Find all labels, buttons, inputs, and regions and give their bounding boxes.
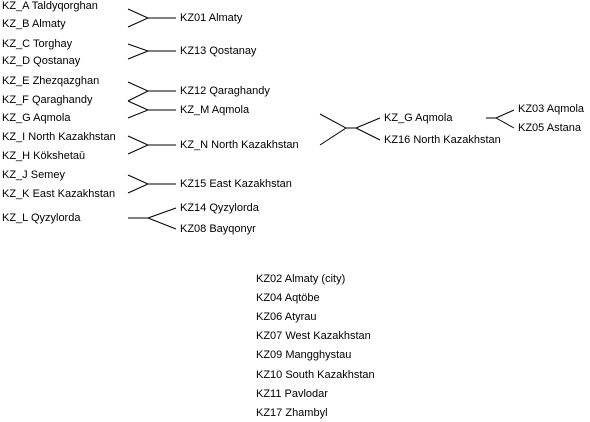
merge-split-connector xyxy=(319,113,381,146)
unit-label: KZ05 Astana xyxy=(518,122,581,134)
unit-label: KZ_H Kökshetaū xyxy=(2,150,86,162)
unit-label: KZ08 Bayqonyr xyxy=(180,223,256,235)
unit-label: KZ_K East Kazakhstan xyxy=(2,188,116,200)
unit-label: KZ_C Torghay xyxy=(2,38,73,50)
unit-label: KZ_N North Kazakhstan xyxy=(180,139,299,151)
unchanged-unit-label: KZ07 West Kazakhstan xyxy=(256,330,371,342)
unchanged-unit-label: KZ11 Pavlodar xyxy=(256,388,328,400)
merge-connector xyxy=(127,174,176,194)
split-connector xyxy=(486,109,515,129)
unit-label: KZ16 North Kazakhstan xyxy=(384,134,501,146)
unchanged-unit-label: KZ02 Almaty (city) xyxy=(256,273,346,285)
unchanged-unit-label: KZ04 Aqtöbe xyxy=(256,292,320,304)
unit-label: KZ_F Qaraghandy xyxy=(2,94,93,106)
unit-label: KZ_B Almaty xyxy=(2,18,66,30)
merge-connector xyxy=(127,135,176,155)
unit-label: KZ_J Semey xyxy=(2,169,65,181)
unit-label: KZ_L Qyzylorda xyxy=(2,212,81,224)
unchanged-unit-label: KZ17 Zhambyl xyxy=(256,407,328,419)
unit-label: KZ_G Aqmola xyxy=(2,112,71,124)
unit-label: KZ_D Qostanay xyxy=(2,55,81,67)
unit-label: KZ03 Aqmola xyxy=(518,103,585,115)
unit-label: KZ13 Qostanay xyxy=(180,45,257,57)
unchanged-unit-label: KZ06 Atyrau xyxy=(256,311,317,323)
merge-connector xyxy=(127,81,176,102)
unit-label: KZ14 Qyzylorda xyxy=(180,202,259,214)
unit-label: KZ_E Zhezqazghan xyxy=(2,75,100,87)
merge-connector xyxy=(127,8,176,28)
merge-connector xyxy=(127,100,176,119)
unchanged-unit-label: KZ10 South Kazakhstan xyxy=(256,369,375,381)
unit-label: KZ_I North Kazakhstan xyxy=(2,131,116,143)
unit-label: KZ01 Almaty xyxy=(180,12,243,24)
unit-label: KZ12 Qaraghandy xyxy=(180,85,270,97)
unchanged-unit-label: KZ09 Mangghystau xyxy=(256,349,352,361)
split-connector xyxy=(128,207,177,230)
merge-connector xyxy=(127,43,176,60)
unit-label: KZ_M Aqmola xyxy=(180,104,250,116)
unit-label: KZ_A Taldyqorghan xyxy=(2,0,98,12)
unit-label: KZ_G Aqmola xyxy=(384,112,453,124)
unit-label: KZ15 East Kazakhstan xyxy=(180,178,292,190)
